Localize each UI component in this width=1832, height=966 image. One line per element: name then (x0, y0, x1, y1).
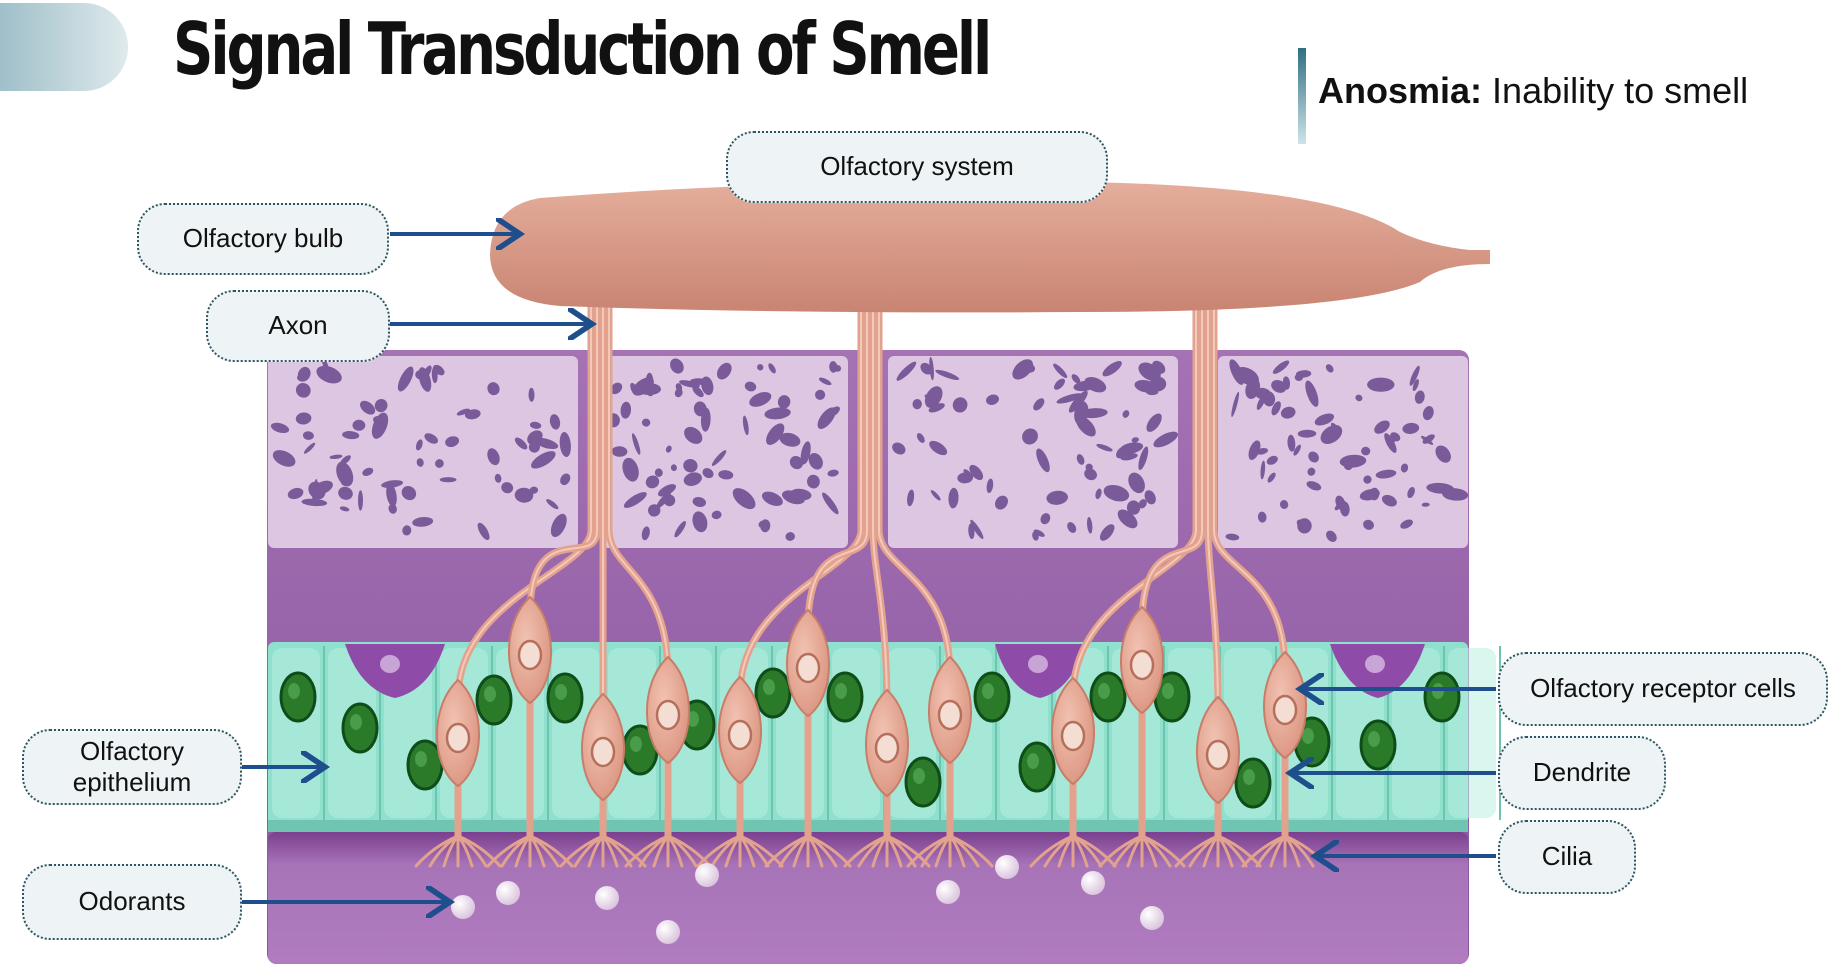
label-olfactory-system: Olfactory system (726, 131, 1108, 203)
label-axon: Axon (206, 290, 390, 362)
label-olfactory-epithelium: Olfactory epithelium (22, 729, 242, 805)
supporting-cell-nuclei (279, 667, 1461, 809)
anosmia-definition: Anosmia: Inability to smell (1318, 70, 1748, 112)
olfactory-bulb (490, 181, 1490, 313)
cribriform-plate (268, 356, 1469, 548)
label-olfactory-receptor-cells: Olfactory receptor cells (1498, 652, 1828, 726)
definition-term: Anosmia: (1318, 70, 1483, 111)
supporting-cell-caps (345, 644, 1425, 698)
label-olfactory-epithelium-line1: Olfactory (79, 735, 185, 766)
label-cilia: Cilia (1498, 820, 1636, 894)
definition-text: Inability to smell (1492, 70, 1749, 111)
page-title: Signal Transduction of Smell (173, 7, 992, 91)
label-odorants: Odorants (22, 864, 242, 940)
label-dendrite: Dendrite (1498, 736, 1666, 810)
label-olfactory-epithelium-line2: epithelium (72, 767, 192, 797)
odorant-particles (451, 855, 1164, 944)
corner-tab-decoration (0, 3, 128, 91)
label-olfactory-bulb: Olfactory bulb (137, 203, 389, 275)
definition-accent-bar (1298, 48, 1306, 144)
olfactory-receptor-neurons (414, 296, 1329, 868)
